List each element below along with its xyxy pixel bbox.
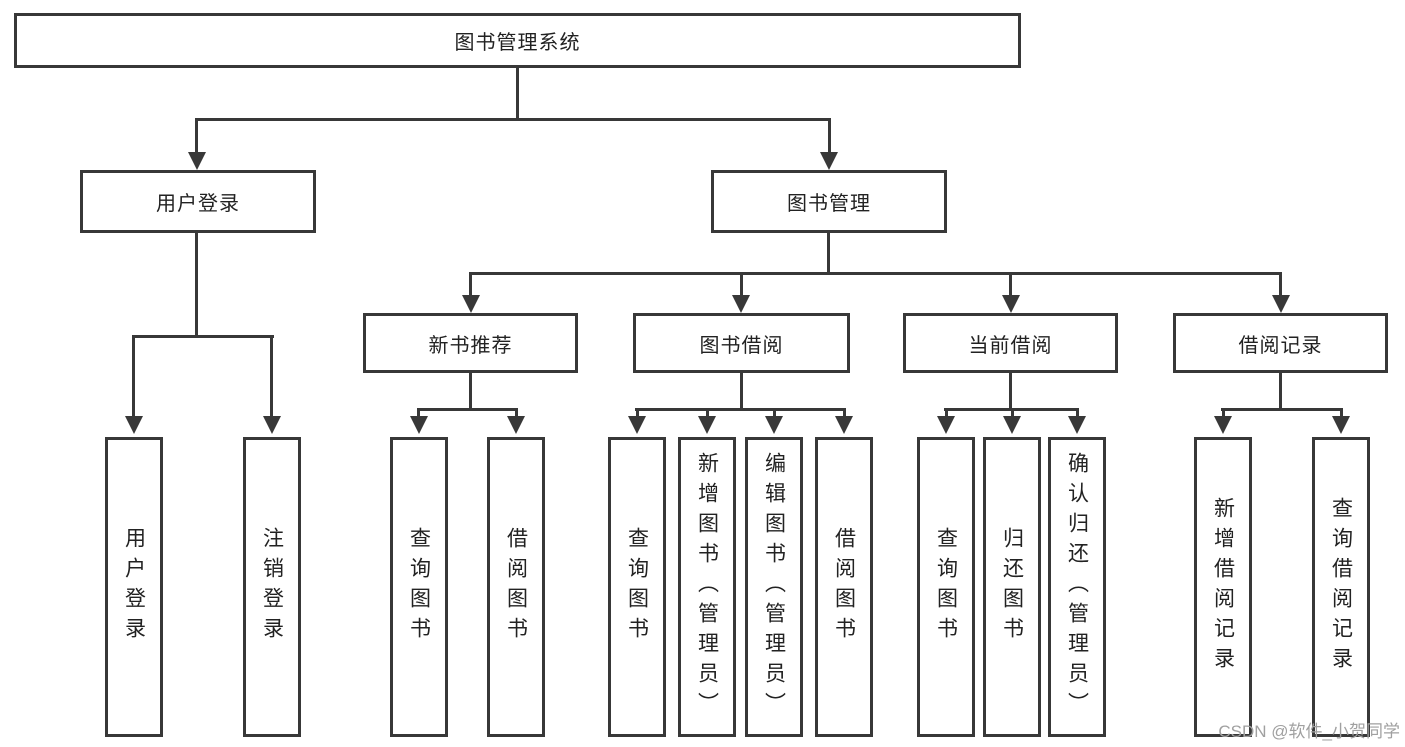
node-book-borrowing: 图书借阅	[633, 313, 850, 373]
edge-book-mgmt-stem	[827, 232, 830, 274]
edge-records-drop	[1222, 408, 1225, 419]
edge-borrowing-drop	[843, 408, 846, 419]
node-leaf-query-borrow-record: 查询借阅记录	[1312, 437, 1370, 737]
edge-records-stem	[1279, 373, 1282, 410]
csdn-watermark: CSDN @软件_小贺同学	[1218, 722, 1400, 741]
edge-root-crossbar	[195, 118, 831, 121]
edge-records-drop	[1340, 408, 1343, 419]
edge-user-login-drop	[132, 335, 135, 417]
node-leaf-logout: 注销登录	[243, 437, 301, 737]
edge-current-stem	[1009, 373, 1012, 410]
node-leaf-add-books-admin: 新增图书（管理员）	[678, 437, 736, 737]
node-book-management: 图书管理	[711, 170, 947, 233]
node-leaf-user-login: 用户登录	[105, 437, 163, 737]
node-current-borrowing: 当前借阅	[903, 313, 1118, 373]
edge-borrowing-drop	[706, 408, 709, 419]
edge-user-login-drop	[270, 335, 273, 417]
arrow-down-icon	[628, 416, 646, 434]
edge-records-crossbar	[1221, 408, 1343, 411]
node-leaf-confirm-return-admin: 确认归还（管理员）	[1048, 437, 1106, 737]
node-leaf-edit-books-admin: 编辑图书（管理员）	[745, 437, 803, 737]
edge-new-books-drop	[515, 408, 518, 419]
edge-user-login-stem	[195, 232, 198, 337]
arrow-down-icon	[263, 416, 281, 434]
edge-book-mgmt-drop	[1009, 272, 1012, 298]
node-leaf-return-books: 归还图书	[983, 437, 1041, 737]
node-new-book-recommend: 新书推荐	[363, 313, 578, 373]
arrow-down-icon	[835, 416, 853, 434]
arrow-down-icon	[1003, 416, 1021, 434]
arrow-down-icon	[1272, 295, 1290, 313]
node-leaf-add-borrow-record: 新增借阅记录	[1194, 437, 1252, 737]
edge-new-books-drop	[417, 408, 420, 419]
edge-book-mgmt-drop	[740, 272, 743, 298]
arrow-down-icon	[698, 416, 716, 434]
edge-current-drop	[1011, 408, 1014, 419]
edge-borrowing-drop	[636, 408, 639, 419]
edge-borrowing-crossbar	[635, 408, 846, 411]
edge-book-mgmt-drop	[469, 272, 472, 298]
edge-book-mgmt-crossbar	[469, 272, 1282, 275]
arrow-down-icon	[820, 152, 838, 170]
edge-current-drop	[945, 408, 948, 419]
arrow-down-icon	[125, 416, 143, 434]
edge-current-drop	[1076, 408, 1079, 419]
edge-root-drop-right	[828, 118, 831, 155]
node-leaf-query-books: 查询图书	[608, 437, 666, 737]
edge-borrowing-drop	[773, 408, 776, 419]
arrow-down-icon	[1002, 295, 1020, 313]
node-library-management-system: 图书管理系统	[14, 13, 1021, 68]
arrow-down-icon	[507, 416, 525, 434]
arrow-down-icon	[937, 416, 955, 434]
arrow-down-icon	[1068, 416, 1086, 434]
edge-user-login-crossbar	[132, 335, 274, 338]
edge-root-drop-left	[195, 118, 198, 155]
node-leaf-borrow-books: 借阅图书	[487, 437, 545, 737]
arrow-down-icon	[732, 295, 750, 313]
arrow-down-icon	[1332, 416, 1350, 434]
node-borrowing-records: 借阅记录	[1173, 313, 1388, 373]
edge-new-books-crossbar	[417, 408, 518, 411]
edge-new-books-stem	[469, 373, 472, 410]
edge-book-mgmt-drop	[1279, 272, 1282, 298]
arrow-down-icon	[765, 416, 783, 434]
node-leaf-query-books: 查询图书	[917, 437, 975, 737]
node-leaf-borrow-books: 借阅图书	[815, 437, 873, 737]
edge-root-stem	[516, 67, 519, 120]
edge-borrowing-stem	[740, 373, 743, 410]
arrow-down-icon	[410, 416, 428, 434]
arrow-down-icon	[188, 152, 206, 170]
node-leaf-query-books: 查询图书	[390, 437, 448, 737]
arrow-down-icon	[1214, 416, 1232, 434]
node-user-login: 用户登录	[80, 170, 316, 233]
arrow-down-icon	[462, 295, 480, 313]
